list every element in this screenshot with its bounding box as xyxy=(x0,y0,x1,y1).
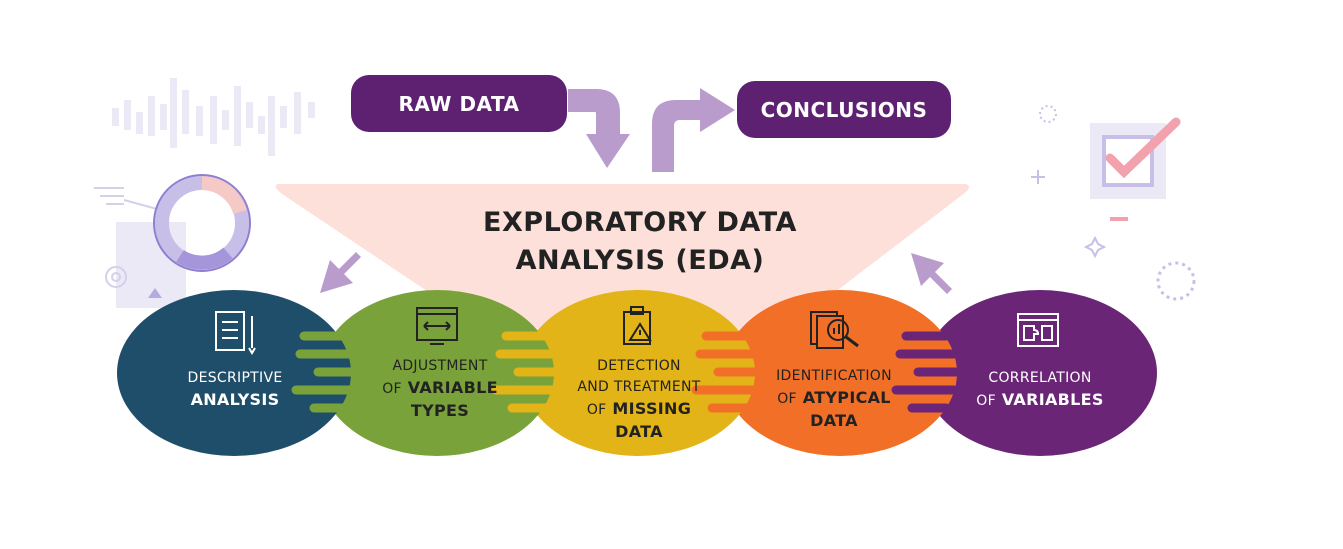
step-descriptive-analysis: DESCRIPTIVE ANALYSIS xyxy=(160,368,310,410)
yellow-stripes xyxy=(491,331,563,413)
raw-data-label: RAW DATA xyxy=(398,91,520,116)
down-arrow-icon xyxy=(568,89,630,168)
bar-chart-decoration xyxy=(112,78,315,156)
eda-title-line1: EXPLORATORY DATA xyxy=(483,207,797,238)
step-missing-of: OF xyxy=(586,402,607,418)
gear-icon xyxy=(105,266,127,288)
donut-chart-icon xyxy=(153,174,251,272)
eda-title: EXPLORATORY DATA ANALYSIS (EDA) xyxy=(440,204,840,280)
correlation-ellipse xyxy=(923,290,1157,456)
step-missing-data: DETECTION AND TREATMENT OF MISSING DATA xyxy=(563,356,715,442)
step-correlation: CORRELATION OF VARIABLES xyxy=(962,368,1118,412)
step-atypical-data: IDENTIFICATION OF ATYPICAL DATA xyxy=(758,366,910,431)
green-stripes xyxy=(291,331,361,413)
step-correlation-line1: CORRELATION xyxy=(988,370,1092,386)
step-variable-types-line2: VARIABLE xyxy=(407,378,498,397)
missing-ellipse xyxy=(521,290,755,456)
step-descriptive-line2: ANALYSIS xyxy=(190,390,280,409)
step-correlation-of: OF xyxy=(976,393,996,409)
step-atypical-of: OF xyxy=(777,391,797,407)
up-right-arrow-icon xyxy=(652,88,735,172)
step-missing-line3: MISSING xyxy=(612,399,692,418)
variable-types-ellipse xyxy=(320,290,554,456)
clipboard-warning-icon xyxy=(623,306,652,345)
triangle-decoration xyxy=(148,288,162,298)
step-missing-line1: DETECTION xyxy=(597,358,681,374)
down-left-arrow-icon xyxy=(320,252,361,293)
monitor-arrows-icon xyxy=(416,307,458,345)
step-variable-types-line3: TYPES xyxy=(410,401,470,420)
checkbox-icon xyxy=(1090,117,1181,221)
step-variable-types: ADJUSTMENT OF VARIABLE TYPES xyxy=(367,356,513,421)
step-variable-types-line1: ADJUSTMENT xyxy=(392,358,488,374)
magnifier-chart-icon xyxy=(810,311,859,349)
eda-funnel xyxy=(275,184,969,380)
step-correlation-line2: VARIABLES xyxy=(1001,390,1104,409)
sparkle-decoration xyxy=(1031,105,1196,301)
square-decoration xyxy=(116,222,186,308)
step-descriptive-line1: DESCRIPTIVE xyxy=(187,370,283,386)
descriptive-ellipse xyxy=(117,290,351,456)
step-atypical-line1: IDENTIFICATION xyxy=(776,368,892,384)
step-missing-line2: AND TREATMENT xyxy=(577,379,701,395)
puzzle-screen-icon xyxy=(1017,313,1059,347)
step-atypical-line3: DATA xyxy=(810,411,858,430)
atypical-ellipse xyxy=(723,290,957,456)
eda-title-line2: ANALYSIS (EDA) xyxy=(515,245,765,276)
orange-stripes xyxy=(691,331,763,413)
violet-stripes xyxy=(891,331,963,413)
checklist-icon xyxy=(215,311,256,355)
raw-data-box: RAW DATA xyxy=(351,75,567,132)
up-left-arrow-icon xyxy=(911,253,952,294)
conclusions-label: CONCLUSIONS xyxy=(760,97,928,122)
step-variable-types-of: OF xyxy=(382,381,402,397)
conclusions-box: CONCLUSIONS xyxy=(737,81,951,138)
step-missing-line4: DATA xyxy=(615,422,663,441)
step-atypical-line2: ATYPICAL xyxy=(802,388,891,407)
